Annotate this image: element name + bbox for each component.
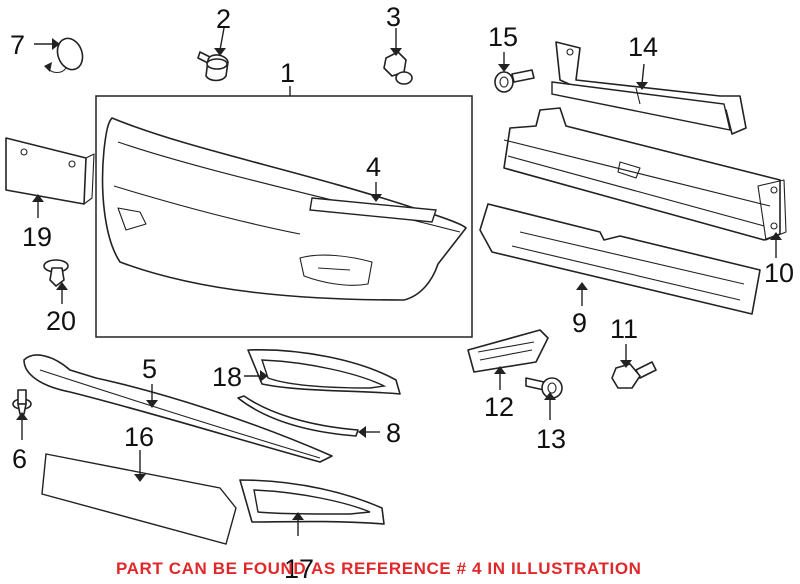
leader-lines — [16, 27, 782, 536]
callout-4: 4 — [366, 152, 381, 182]
part-7-tow-hook-cap — [44, 37, 84, 74]
callout-2: 2 — [216, 4, 231, 34]
reference-footnote: PART CAN BE FOUND AS REFERENCE # 4 IN IL… — [116, 559, 642, 578]
callout-16: 16 — [124, 422, 154, 452]
part-2-bolt — [197, 51, 229, 82]
part-9-energy-absorber — [479, 203, 761, 315]
part-4-upper-grille — [309, 197, 437, 223]
part-16-lower-grille — [41, 453, 237, 545]
part-6-bolt — [12, 389, 32, 415]
callout-1: 1 — [280, 58, 295, 88]
part-13-bolt — [525, 377, 563, 399]
callout-3: 3 — [386, 2, 401, 32]
callout-9: 9 — [572, 308, 587, 338]
part-19-license-bracket — [5, 137, 95, 205]
part-17-side-grille-lower — [239, 479, 385, 525]
part-3-clip — [383, 51, 413, 85]
part-8-trim-strip — [237, 395, 359, 437]
callout-10: 10 — [764, 258, 794, 288]
part-15-bolt — [494, 69, 535, 93]
part-10-impact-bar — [503, 107, 787, 241]
callout-12: 12 — [484, 392, 514, 422]
callout-19: 19 — [22, 222, 52, 252]
callout-17: 17 — [284, 554, 314, 584]
callout-14: 14 — [628, 32, 658, 62]
callout-18: 18 — [212, 362, 242, 392]
callout-11: 11 — [610, 314, 638, 344]
callout-13: 13 — [536, 424, 566, 454]
part-5-lower-spoiler — [23, 354, 333, 463]
callout-6: 6 — [12, 444, 27, 474]
part-12-bracket — [467, 329, 549, 373]
callout-numbers: 1 2 3 4 5 6 7 8 9 10 11 12 13 14 15 16 1… — [10, 2, 794, 584]
part-11-bolt — [611, 361, 657, 389]
callout-5: 5 — [142, 354, 157, 384]
callout-15: 15 — [488, 22, 518, 52]
callout-20: 20 — [46, 306, 76, 336]
callout-7: 7 — [10, 30, 25, 60]
part-14-upper-support — [551, 41, 747, 135]
part-18-side-grille — [247, 348, 401, 395]
part-20-push-clip — [43, 259, 69, 287]
callout-8: 8 — [386, 418, 401, 448]
